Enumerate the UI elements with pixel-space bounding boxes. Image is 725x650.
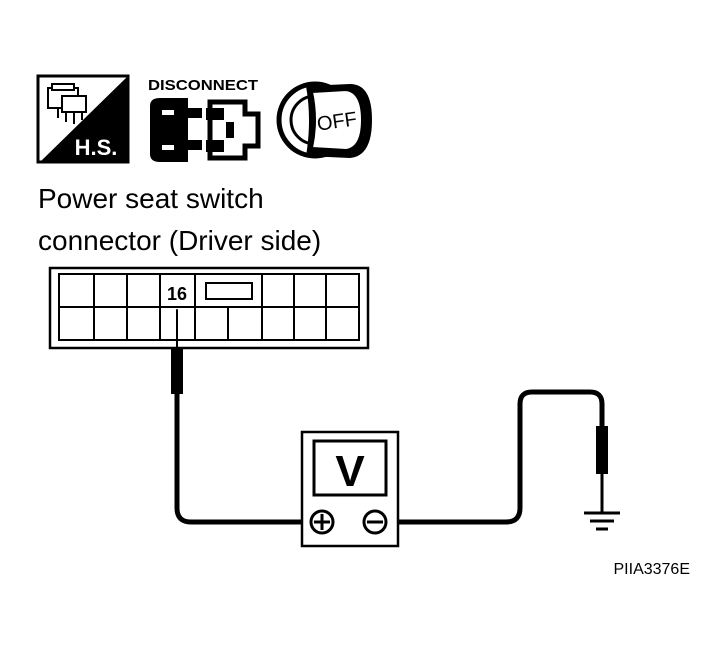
negative-probe (596, 426, 608, 474)
test-leads (174, 309, 605, 525)
terminal-16-label: 16 (167, 284, 187, 304)
ignition-key-off-icon: OFF (276, 81, 372, 159)
connector-lock-tab (205, 282, 253, 300)
disconnect-label: DISCONNECT (148, 77, 258, 94)
ground-symbol (584, 511, 620, 531)
voltmeter: V (300, 430, 400, 548)
positive-terminal-icon (309, 509, 335, 535)
voltmeter-display (312, 439, 388, 497)
voltmeter-label: V (335, 447, 365, 496)
figure-code: PIIA3376E (614, 561, 691, 578)
connector-title-line1: Power seat switch (38, 183, 264, 214)
connector-title-line2: connector (Driver side) (38, 225, 321, 256)
power-seat-switch-connector: 16 (48, 266, 370, 350)
disconnect-icon: DISCONNECT (148, 77, 261, 162)
harness-hs-icon: H.S. (36, 74, 130, 164)
hs-label: H.S. (75, 135, 118, 160)
connector-sketch-icon (47, 83, 87, 124)
negative-terminal-icon (362, 509, 388, 535)
positive-probe (171, 348, 183, 394)
